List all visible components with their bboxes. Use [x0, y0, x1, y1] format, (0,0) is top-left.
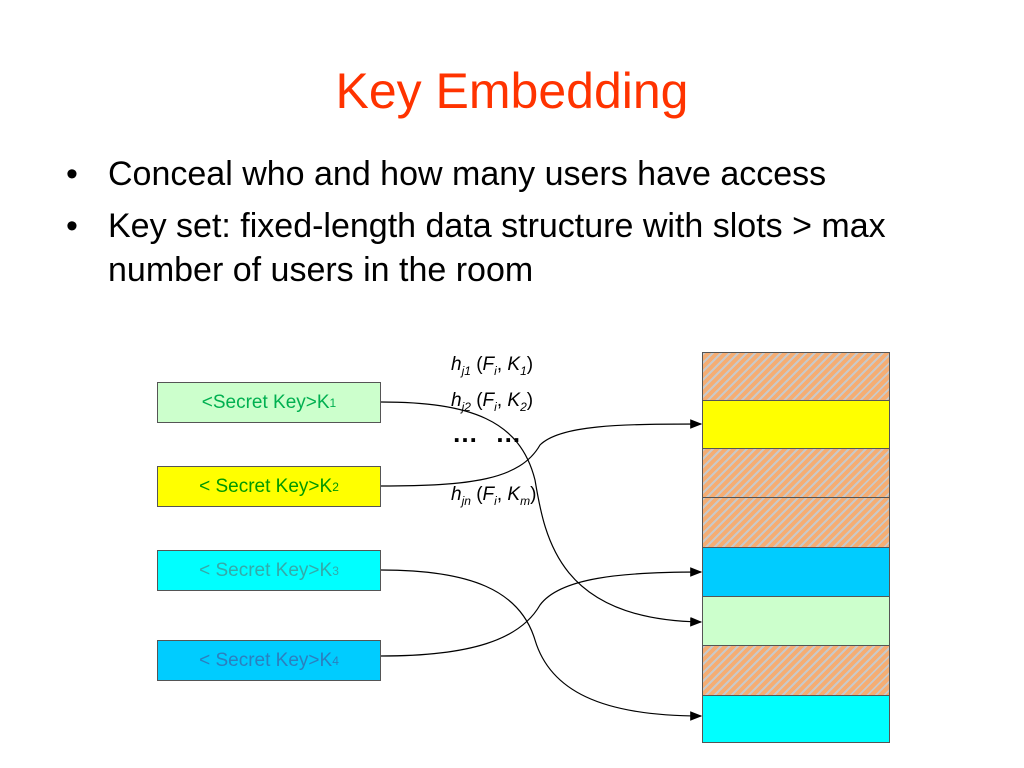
hash-label-n: hjn (Fi, Km): [451, 484, 537, 508]
hash-label-2: hj2 (Fi, K2): [451, 390, 534, 414]
secret-key-subscript: 2: [332, 479, 339, 494]
bullet-icon: •: [66, 207, 78, 245]
slide-title: Key Embedding: [335, 63, 689, 119]
secret-key-label: < Secret Key>K: [199, 475, 333, 497]
ellipsis: … …: [452, 418, 527, 448]
secret-key-label: < Secret Key>K: [199, 559, 333, 581]
key-set-slot-8: [702, 695, 890, 743]
key-set-slot-5: [702, 547, 890, 597]
bullet-item-key-set: • Key set: fixed-length data structure w…: [66, 204, 966, 292]
bullet-text: Conceal who and how many users have acce…: [108, 155, 827, 193]
secret-key-subscript: 4: [332, 653, 339, 668]
key-set-slot-3: [702, 448, 890, 498]
bullet-icon: •: [66, 155, 78, 193]
key-set-slot-6: [702, 596, 890, 646]
secret-key-subscript: 3: [332, 563, 339, 578]
arrow-key3-to-slot8: [380, 569, 703, 721]
arrow-key2-to-slot2: [380, 419, 703, 487]
secret-key-label: < Secret Key>K: [199, 649, 333, 671]
bullet-list: • Conceal who and how many users have ac…: [66, 152, 966, 300]
secret-key-subscript: 1: [329, 395, 337, 410]
bullet-text: Key set: fixed-length data structure wit…: [108, 207, 886, 289]
bullet-item-conceal: • Conceal who and how many users have ac…: [66, 152, 966, 196]
hash-label-1: hj1 (Fi, K1): [451, 354, 534, 378]
key-set-slot-4: [702, 497, 890, 548]
key-set-slot-1: [702, 352, 890, 401]
key-set-slot-7: [702, 645, 890, 696]
key-set-slot-2: [702, 400, 890, 449]
arrow-key1-to-slot6: [380, 401, 703, 627]
secret-key-label: <Secret Key>K: [201, 391, 330, 413]
arrow-key4-to-slot5: [380, 567, 703, 657]
